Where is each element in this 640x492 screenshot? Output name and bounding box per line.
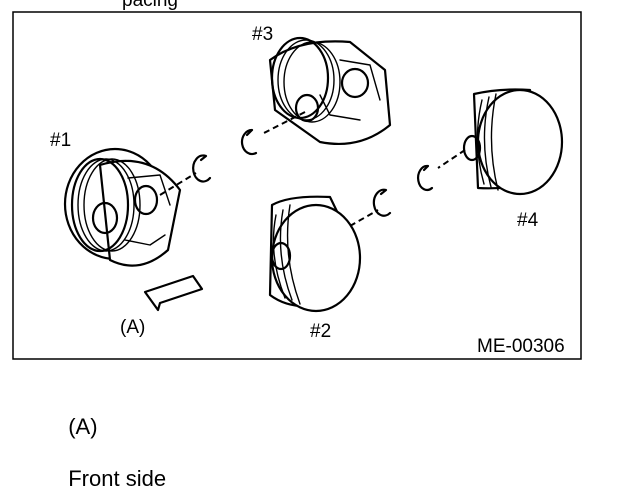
label-piston-1: #1 <box>50 130 71 151</box>
legend-text: Front side <box>68 466 167 491</box>
legend-caption: (A) Front side <box>56 388 166 492</box>
legend-marker: (A) <box>68 414 98 439</box>
label-arrow-a: (A) <box>120 317 145 338</box>
pin-axis-1 <box>159 172 197 196</box>
pin-axis-4 <box>437 149 466 169</box>
piston-4 <box>462 88 564 196</box>
snap-ring-4 <box>416 164 434 191</box>
snap-ring-2 <box>372 188 392 217</box>
pin-axis-3 <box>261 111 306 135</box>
diagram-frame <box>12 11 582 360</box>
piston-arrangement-diagram: pacing #1 #3 #2 <box>12 0 582 360</box>
pin-axis-2 <box>349 209 379 227</box>
piston-1 <box>63 147 182 267</box>
piston-2 <box>268 195 362 313</box>
figure-code: ME-00306 <box>477 336 565 357</box>
label-piston-2: #2 <box>310 321 331 342</box>
piston-3 <box>268 36 392 146</box>
label-piston-4: #4 <box>517 210 539 231</box>
partial-top-text: pacing <box>122 0 178 11</box>
label-piston-3: #3 <box>252 24 273 45</box>
snap-ring-1 <box>192 154 212 183</box>
front-direction-arrow <box>143 274 204 312</box>
snap-ring-3 <box>240 128 258 156</box>
